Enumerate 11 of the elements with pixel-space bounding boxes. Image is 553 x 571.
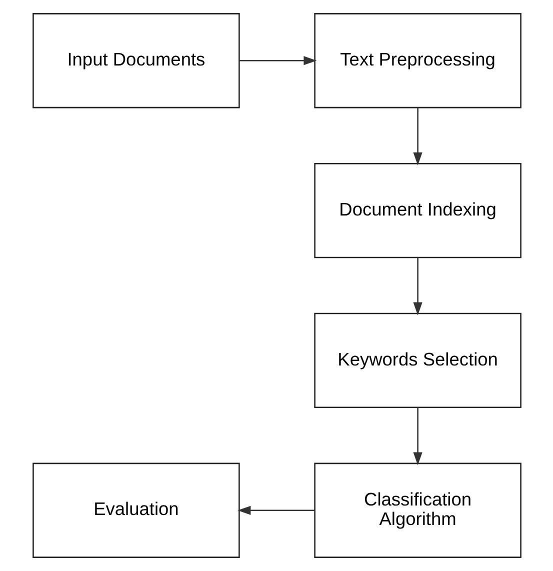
node-box: Evaluation <box>32 462 240 558</box>
arrow <box>412 408 422 466</box>
arrow <box>237 506 314 515</box>
arrow <box>412 108 422 166</box>
arrow <box>239 56 316 66</box>
node-box: Input Documents <box>32 13 240 108</box>
node-box: Classification Algorithm <box>314 462 521 558</box>
node-box: Text Preprocessing <box>314 13 521 108</box>
arrow <box>412 258 422 316</box>
node-box: Keywords Selection <box>314 312 521 408</box>
node-box: Document Indexing <box>314 162 521 258</box>
